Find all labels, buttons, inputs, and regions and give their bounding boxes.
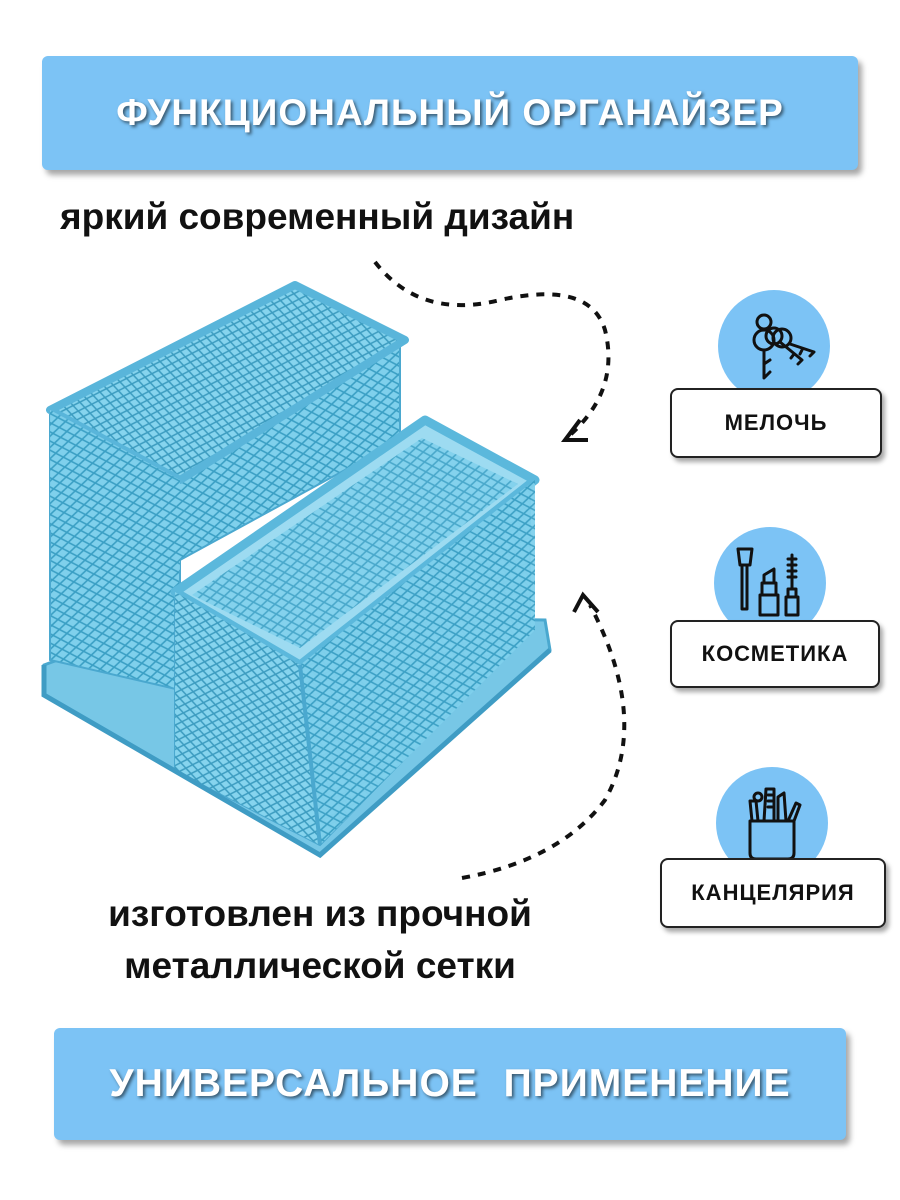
bottom-banner: УНИВЕРСАЛЬНОЕ ПРИМЕНЕНИЕ — [54, 1028, 846, 1140]
material-caption: изготовлен из прочной металлической сетк… — [40, 888, 600, 992]
feature-label-coins: МЕЛОЧЬ — [670, 388, 882, 458]
design-caption: яркий современный дизайн — [60, 196, 575, 237]
top-banner: ФУНКЦИОНАЛЬНЫЙ ОРГАНАЙЗЕР — [42, 56, 858, 170]
top-banner-title: ФУНКЦИОНАЛЬНЫЙ ОРГАНАЙЗЕР — [116, 92, 784, 133]
keys-icon — [718, 290, 830, 402]
bottom-banner-title: УНИВЕРСАЛЬНОЕ ПРИМЕНЕНИЕ — [109, 1062, 791, 1105]
material-caption-line-1: изготовлен из прочной — [108, 893, 532, 934]
feature-label-cosmetics: КОСМЕТИКА — [670, 620, 880, 688]
mesh-organizer-image — [41, 281, 552, 859]
material-caption-line-2: металлической сетки — [124, 945, 516, 986]
feature-label-stationery: КАНЦЕЛЯРИЯ — [660, 858, 886, 928]
